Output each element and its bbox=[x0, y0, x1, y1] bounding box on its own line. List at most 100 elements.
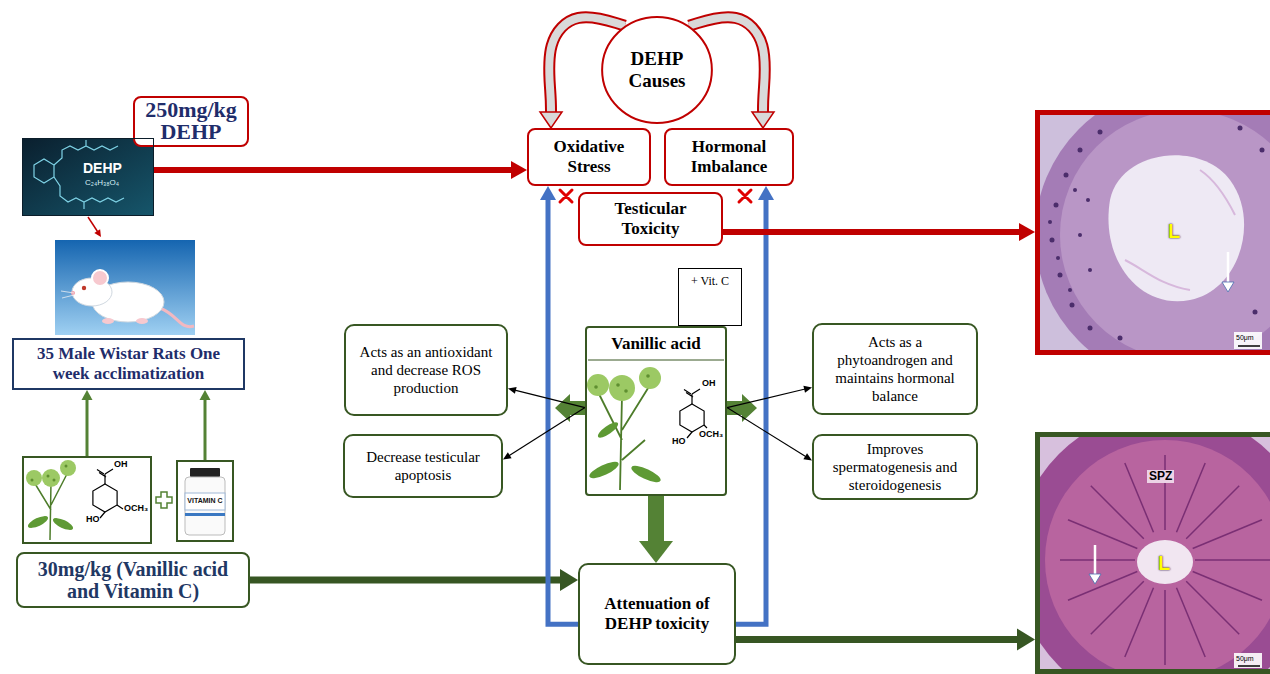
plus-symbol bbox=[156, 492, 172, 508]
scale-label: 50μm bbox=[1236, 334, 1254, 342]
arrow-connector bbox=[508, 387, 585, 408]
box-text: Oxidative Stress bbox=[537, 137, 641, 176]
dehp-chemical-image bbox=[22, 138, 154, 216]
arrow-line bbox=[204, 399, 207, 460]
micrograph-restored bbox=[1234, 653, 1262, 668]
micrograph-damaged bbox=[1086, 198, 1090, 202]
lumen-label: L bbox=[1168, 220, 1180, 242]
plant-illustration bbox=[47, 475, 50, 478]
plant-illustration bbox=[31, 479, 34, 482]
arrow-head bbox=[82, 390, 93, 400]
micrograph-damaged bbox=[1056, 256, 1060, 260]
micrograph-restored bbox=[1164, 455, 1166, 530]
micrograph-restored bbox=[1186, 581, 1239, 634]
micrograph-damaged bbox=[1098, 130, 1103, 135]
arrow-line bbox=[648, 496, 664, 542]
micrograph-restored bbox=[1068, 572, 1137, 601]
compound-illustration bbox=[587, 459, 620, 482]
micrograph-damaged bbox=[1222, 282, 1234, 292]
circle-outline bbox=[602, 17, 712, 123]
scale-label: 50μm bbox=[1236, 655, 1254, 663]
micrograph-restored bbox=[1238, 665, 1260, 667]
arrow-line bbox=[736, 636, 1018, 643]
box-text: + Vit. C bbox=[691, 275, 729, 289]
plant-illustration bbox=[26, 514, 49, 531]
supplement-bottle bbox=[185, 513, 225, 516]
lumen-label: L bbox=[1158, 552, 1170, 574]
chemical-formula: C₂₄H₃₈O₄ bbox=[85, 179, 119, 188]
micrograph-damaged bbox=[1058, 273, 1063, 278]
chemical-image-box: DEHPC₂₄H₃₈O₄ bbox=[22, 138, 154, 216]
dehp-chemical-image bbox=[34, 159, 54, 183]
micrograph-restored bbox=[1164, 590, 1166, 665]
box-text: Acts as an antioxidant and decrease ROS … bbox=[358, 343, 494, 397]
compound-illustration bbox=[587, 360, 724, 490]
arrow-connector bbox=[250, 569, 578, 591]
micrograph-damaged bbox=[1048, 126, 1265, 341]
micrograph-restored bbox=[1125, 588, 1154, 657]
micrograph-damaged bbox=[1227, 252, 1230, 284]
micrograph-damaged bbox=[1078, 233, 1082, 237]
arrow-head bbox=[1019, 223, 1035, 241]
compound-illustration bbox=[646, 374, 650, 378]
micrograph-damaged bbox=[1088, 268, 1092, 272]
tissue-label: SPZ bbox=[1147, 470, 1174, 483]
micrograph-damaged bbox=[1078, 148, 1083, 153]
rat-illustration bbox=[160, 308, 194, 327]
arrow-line bbox=[509, 408, 585, 456]
arrow-connector bbox=[540, 186, 578, 624]
arrow-head bbox=[1017, 629, 1035, 651]
effect-box: Hormonal Imbalance bbox=[664, 128, 794, 186]
arrow-line bbox=[154, 167, 512, 173]
dose-arrow bbox=[88, 217, 101, 237]
compound-image-box: OHOCH₃HO bbox=[22, 456, 152, 544]
structure-label: OH bbox=[114, 460, 128, 470]
arrow-line bbox=[250, 577, 561, 584]
structure-formula bbox=[680, 404, 704, 432]
rat-illustration bbox=[61, 291, 74, 298]
dehp-chemical-image bbox=[54, 177, 124, 209]
micrograph-damaged bbox=[1238, 345, 1260, 347]
micrograph-restored bbox=[1137, 540, 1193, 584]
micrograph-damaged bbox=[1040, 115, 1270, 350]
structure-formula bbox=[93, 469, 123, 518]
dehp-chemical-image bbox=[34, 140, 124, 209]
rat-illustration bbox=[102, 318, 114, 324]
micrograph-frame: SPZ L 50μm bbox=[1035, 432, 1270, 674]
plant-illustration bbox=[26, 470, 42, 486]
compound-illustration bbox=[587, 374, 609, 396]
animal-box: 35 Male Wistar Rats One week acclimatiza… bbox=[12, 338, 245, 390]
micrograph-restored bbox=[1195, 559, 1270, 561]
arrow-head bbox=[511, 161, 527, 179]
micrograph-restored bbox=[1193, 520, 1262, 549]
structure-label: OCH₃ bbox=[699, 430, 723, 440]
structure-formula bbox=[93, 484, 117, 512]
micrograph-damaged bbox=[1118, 336, 1123, 341]
structure-label: OH bbox=[702, 379, 716, 389]
effect-box: Acts as a phytoandrogen and maintains ho… bbox=[812, 323, 978, 415]
arrow-head bbox=[803, 386, 812, 393]
micrograph-restored bbox=[1177, 588, 1206, 657]
micrograph-restored bbox=[1091, 581, 1144, 634]
micrograph-damaged bbox=[1068, 288, 1072, 292]
arrow-line bbox=[548, 199, 578, 624]
compound-illustration bbox=[594, 385, 598, 389]
cause-circle: DEHP Causes bbox=[601, 16, 713, 124]
structure-label: HO bbox=[672, 437, 686, 447]
dehp-chemical-image bbox=[22, 138, 154, 216]
plus-symbol bbox=[156, 492, 172, 508]
plant-illustration bbox=[60, 460, 76, 476]
dose-arrow bbox=[88, 217, 98, 232]
plant-illustration bbox=[65, 465, 68, 468]
micrograph-damaged bbox=[1234, 332, 1262, 349]
plant-illustration bbox=[26, 460, 76, 540]
micrograph-damaged bbox=[1048, 220, 1052, 224]
arrow-line bbox=[727, 408, 806, 457]
arrow-head bbox=[503, 452, 512, 459]
arrow-head bbox=[758, 186, 774, 200]
arrow-connector bbox=[503, 408, 585, 460]
compound-illustration bbox=[609, 375, 635, 401]
micrograph-restored bbox=[1091, 486, 1144, 539]
micrograph-restored bbox=[1177, 463, 1206, 532]
